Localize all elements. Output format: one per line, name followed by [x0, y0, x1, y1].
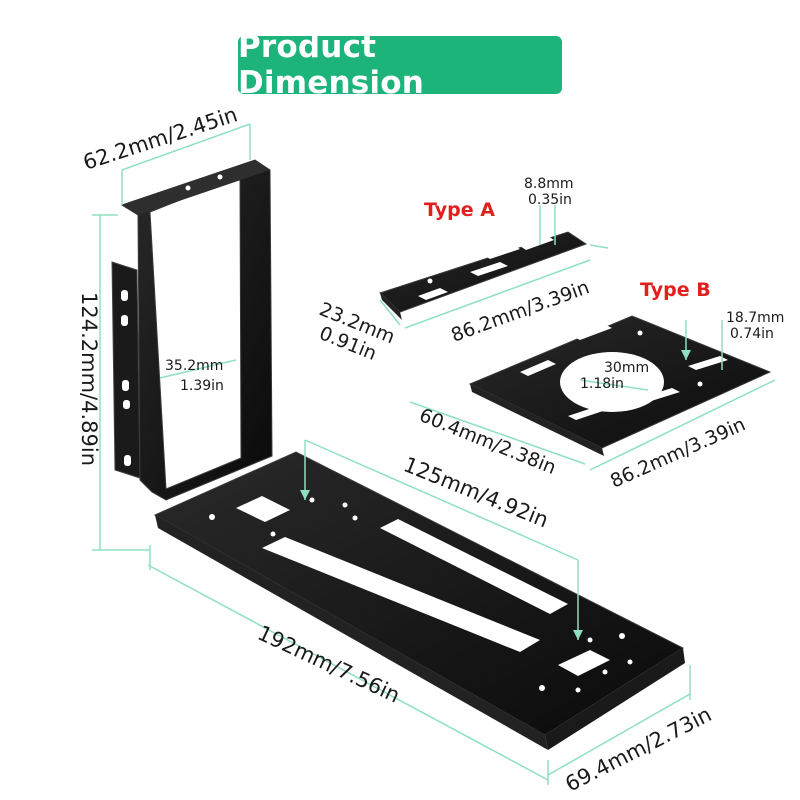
type-b-slot	[568, 406, 606, 420]
tab-hole	[124, 455, 131, 466]
type-b-label: Type B	[640, 279, 711, 301]
base-slot-short	[236, 496, 290, 522]
type-b-slot-in-label: 0.74in	[730, 326, 774, 342]
base-hole	[539, 685, 545, 691]
type-b-hole	[574, 377, 580, 383]
base-slot	[262, 537, 540, 652]
type-a-slot	[470, 262, 508, 276]
base-lip	[155, 515, 548, 750]
type-b-slot	[688, 356, 728, 370]
top-width-label: 62.2mm/2.45in	[80, 102, 240, 174]
type-a-slot-in-label: 0.35in	[528, 192, 572, 208]
type-b-slot	[640, 388, 680, 402]
base-hole	[627, 659, 633, 665]
base-hole	[602, 669, 608, 675]
type-a-slot	[418, 288, 448, 300]
top-hole	[185, 185, 191, 191]
tab-hole	[121, 315, 128, 326]
type-b-hole-in-label: 1.18in	[580, 376, 624, 392]
base-hole	[352, 515, 358, 521]
base-hole	[575, 687, 581, 693]
main-bracket	[111, 159, 685, 750]
type-a-slot	[520, 236, 554, 250]
type-b-hole	[697, 381, 703, 387]
base-hole	[587, 637, 593, 643]
type-a-slot	[485, 246, 520, 259]
height-label: 124.2mm/4.89in	[77, 292, 101, 466]
base-hole	[209, 514, 215, 520]
base-hole	[619, 633, 625, 639]
type-a-slot-mm-label: 8.8mm	[524, 176, 574, 192]
type-b-slot	[520, 360, 556, 376]
base-side-lip	[545, 648, 685, 750]
dimension-lines	[92, 123, 776, 785]
dimension-arrows	[300, 350, 691, 640]
type-b-slot	[572, 324, 612, 340]
dimension-labels: 62.2mm/2.45in 124.2mm/4.89in 35.2mm 1.39…	[77, 102, 784, 796]
type-a-label: Type A	[424, 199, 495, 221]
top-lip	[122, 160, 270, 215]
title-banner: Product Dimension	[238, 29, 562, 101]
type-b-hole	[637, 330, 643, 336]
inner-slot-mm-label: 35.2mm	[165, 358, 223, 374]
base-hole	[270, 531, 276, 537]
type-a-hole	[427, 278, 433, 284]
type-b-center-hole	[560, 352, 664, 412]
inner-slot-in-label: 1.39in	[180, 378, 224, 394]
base-hole	[342, 502, 348, 508]
top-hole	[217, 174, 223, 180]
base-hole	[309, 497, 315, 503]
base-slot-short	[558, 650, 610, 676]
type-b-slot-mm-label: 18.7mm	[726, 310, 784, 326]
type-a-plate	[379, 231, 588, 320]
type-a-hole	[467, 257, 473, 263]
tab-hole	[123, 400, 130, 409]
page-title: Product Dimension	[238, 29, 424, 101]
type-b-plate	[468, 315, 772, 456]
tab-hole	[121, 290, 128, 301]
type-b-hole-mm-label: 30mm	[604, 360, 649, 376]
base-slot	[380, 519, 568, 614]
tab-hole	[122, 380, 129, 391]
